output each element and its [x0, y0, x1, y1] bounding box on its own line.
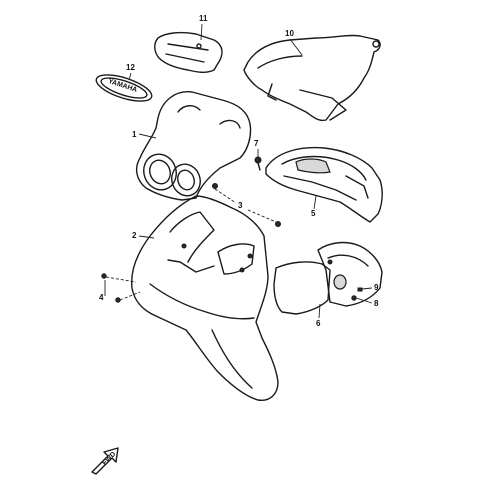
callout-8: 8 [374, 299, 379, 308]
part-12-emblem: YAMAHA [95, 74, 153, 102]
callout-9: 9 [374, 283, 379, 292]
part-2-leg-shield [131, 195, 279, 401]
part-1-front-cover [135, 91, 252, 201]
callout-2: 2 [132, 231, 137, 240]
part-4-screws [101, 273, 141, 303]
part-6-lower-panel [273, 241, 383, 315]
callout-10: 10 [285, 29, 294, 38]
callout-6: 6 [316, 319, 321, 328]
part-9-clip [357, 287, 363, 292]
leader-9 [361, 287, 373, 290]
part-7-screw [254, 156, 262, 171]
callout-4: 4 [99, 293, 104, 302]
leader-1 [138, 133, 157, 139]
fwd-label: FWD [101, 451, 117, 467]
leader-11 [200, 23, 203, 41]
leader-10 [289, 38, 303, 56]
leader-8 [355, 297, 373, 304]
callout-3: 3 [238, 201, 243, 210]
fwd-arrow-icon: FWD [91, 447, 119, 475]
leader-6 [318, 303, 321, 319]
leader-2 [138, 235, 155, 239]
part-10-cover [243, 34, 381, 122]
callout-7: 7 [254, 139, 259, 148]
leader-12 [128, 72, 132, 81]
callout-11: 11 [199, 14, 208, 23]
callout-5: 5 [311, 209, 316, 218]
part-11-cover [154, 31, 223, 73]
part-5-inner-panel [265, 146, 383, 223]
callout-1: 1 [132, 130, 137, 139]
part-3-screws [212, 183, 281, 227]
leader-5 [313, 195, 317, 210]
part-8-screw [351, 295, 357, 301]
callout-12: 12 [126, 63, 135, 72]
